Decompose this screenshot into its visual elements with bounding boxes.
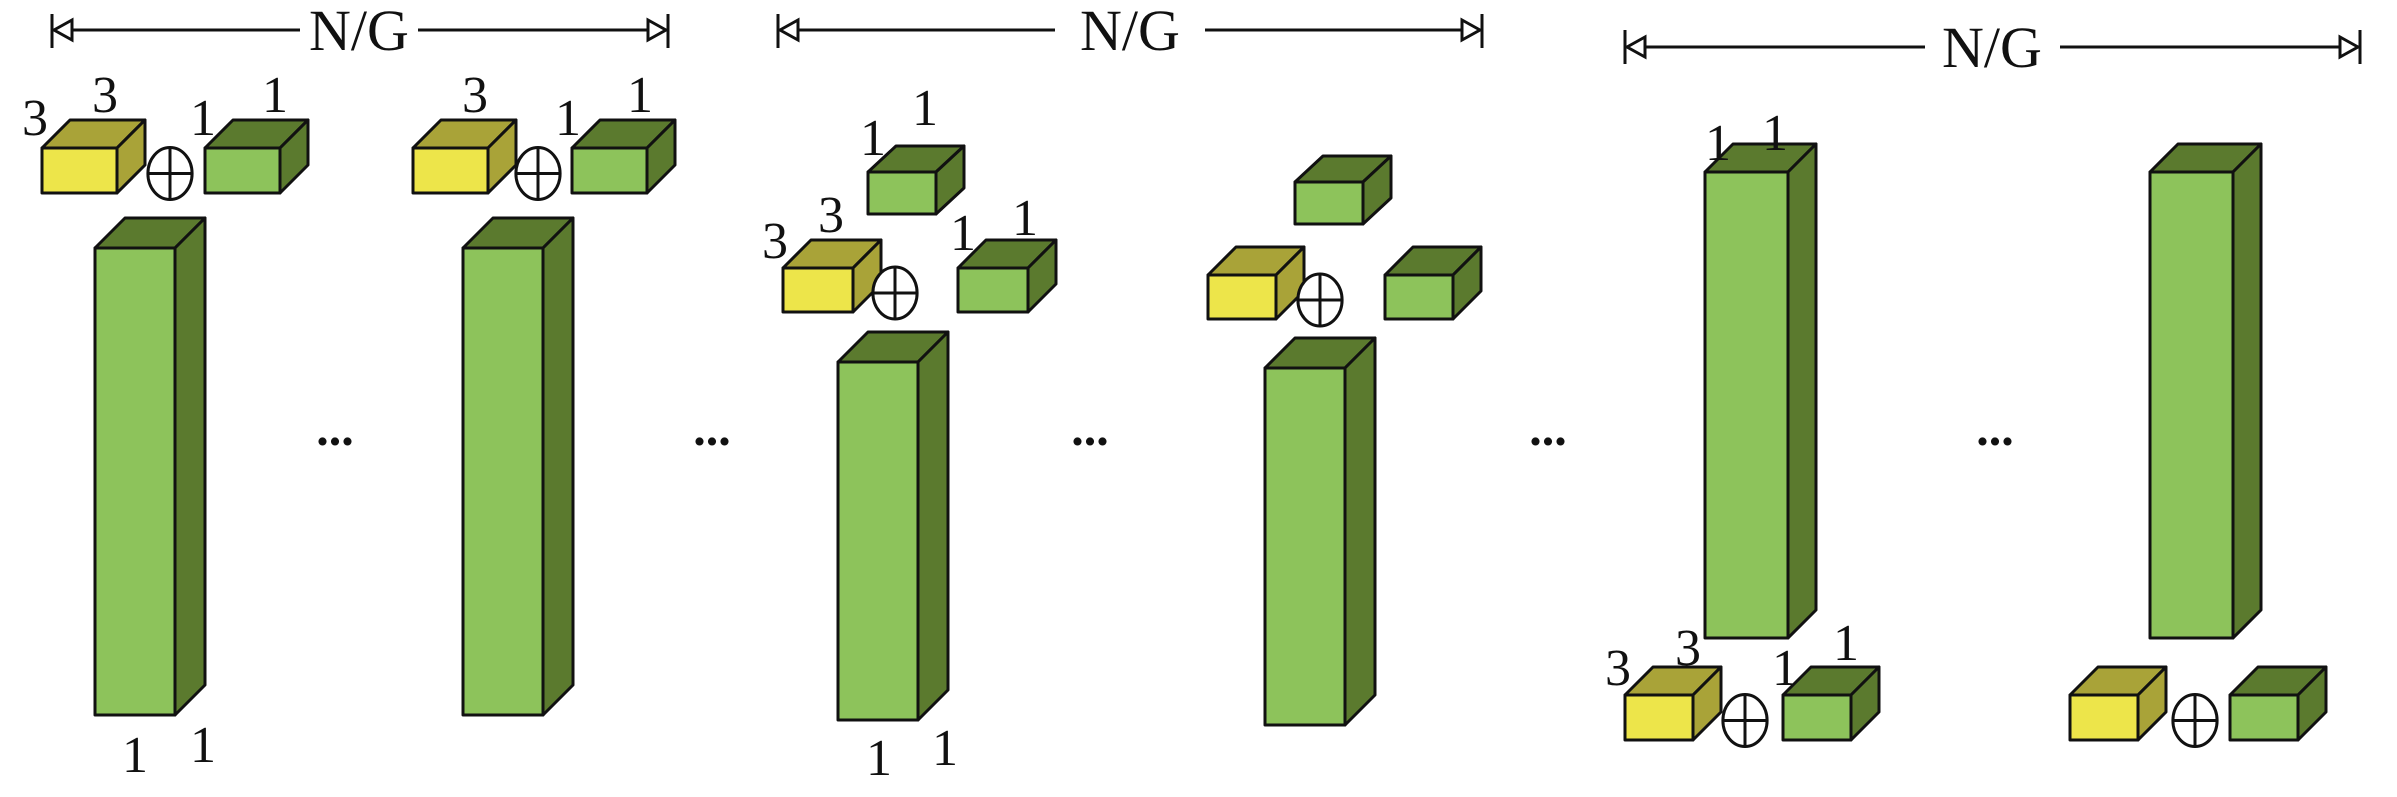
dim-label: 1 [627, 67, 653, 124]
dim-label: 1 [860, 110, 886, 167]
feature-column-front-face [461, 246, 545, 717]
dim-label: 1 [912, 80, 938, 137]
dim-label: 1 [1772, 640, 1798, 697]
feature-column-front-face [2148, 170, 2235, 640]
green-kernel-block-front-face [203, 146, 282, 195]
dim-label: 1 [1012, 190, 1038, 247]
dim-label: 3 [818, 187, 844, 244]
dim-label: 1 [190, 717, 216, 774]
green-kernel-block-front-face [956, 266, 1030, 314]
dim-label: 1 [555, 90, 581, 147]
ellipsis: ... [1529, 400, 1567, 456]
yellow-kernel-block-front-face [1623, 693, 1695, 742]
feature-column-front-face [93, 246, 177, 717]
ellipsis: ... [1976, 400, 2014, 456]
yellow-kernel-block-front-face [781, 266, 855, 314]
dim-label: 1 [122, 727, 148, 784]
feature-column-front-face [836, 360, 920, 722]
dim-label: 1 [950, 205, 976, 262]
feature-column-front-face [1263, 366, 1347, 727]
dim-label: 3 [1605, 640, 1631, 697]
feature-column-side-face [1343, 336, 1377, 727]
green-kernel-block-front-face [1383, 273, 1455, 321]
green-kernel-block-front-face [1781, 693, 1853, 742]
feature-column-side-face [1786, 142, 1818, 640]
feature-column-front-face [1703, 170, 1790, 640]
dim-label: 1 [262, 67, 288, 124]
yellow-kernel-block-front-face [1206, 273, 1278, 321]
span-arrow-group-1: N/G [50, 0, 670, 63]
span-arrow-group-2: N/G [776, 0, 1484, 63]
span-arrow-group-3: N/G [1623, 15, 2362, 80]
dim-label: 3 [762, 213, 788, 270]
dim-label: 1 [866, 730, 892, 787]
dim-label: 3 [22, 90, 48, 147]
span-label: N/G [1080, 0, 1180, 63]
dim-label: 1 [190, 90, 216, 147]
yellow-kernel-block-front-face [40, 146, 119, 195]
feature-column-side-face [2231, 142, 2263, 640]
ellipsis: ... [316, 400, 354, 456]
green-kernel-block-front-face [1293, 180, 1365, 226]
dim-label: 1 [1705, 115, 1731, 172]
feature-column-side-face [541, 216, 575, 717]
dim-label: 3 [462, 67, 488, 124]
green-kernel-block-front-face [570, 146, 649, 195]
span-label: N/G [309, 0, 409, 63]
span-label: N/G [1942, 15, 2042, 80]
feature-column-side-face [173, 216, 207, 717]
dim-label: 1 [932, 720, 958, 777]
yellow-kernel-block-front-face [411, 146, 490, 195]
feature-column-side-face [916, 330, 950, 722]
ellipsis: ... [693, 400, 731, 456]
yellow-kernel-block-front-face [2068, 693, 2140, 742]
dim-label: 1 [1833, 615, 1859, 672]
dim-label: 1 [1762, 105, 1788, 162]
dim-label: 3 [1675, 620, 1701, 677]
ellipsis: ... [1071, 400, 1109, 456]
dim-label: 3 [92, 67, 118, 124]
green-kernel-block-front-face [866, 170, 938, 216]
green-kernel-block-front-face [2228, 693, 2300, 742]
